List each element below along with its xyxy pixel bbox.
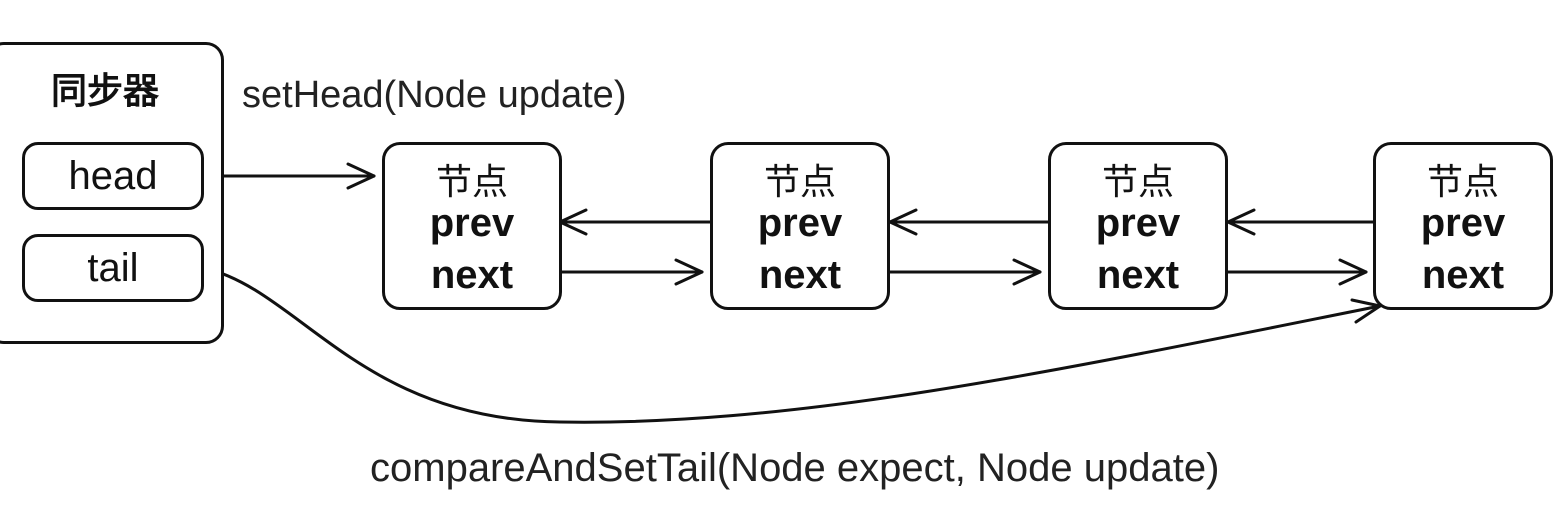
node-next: next bbox=[1096, 253, 1180, 297]
node-2: 节点 prev next bbox=[710, 142, 890, 310]
tail-field: tail bbox=[22, 234, 204, 302]
node-title: 节点 bbox=[435, 162, 508, 203]
node-prev: prev bbox=[757, 201, 843, 245]
node-3: 节点 prev next bbox=[1048, 142, 1228, 310]
compare-and-set-tail-label: compareAndSetTail(Node expect, Node upda… bbox=[370, 446, 1220, 490]
synchronizer-title: 同步器 bbox=[50, 71, 159, 112]
node-title: 节点 bbox=[763, 162, 836, 203]
node-next: next bbox=[758, 253, 842, 297]
node-prev: prev bbox=[1420, 201, 1506, 245]
head-arrow bbox=[202, 162, 376, 190]
node-prev: prev bbox=[1095, 201, 1181, 245]
head-field: head bbox=[22, 142, 204, 210]
node-next: next bbox=[1421, 253, 1505, 297]
node-prev: prev bbox=[429, 201, 515, 245]
node-title: 节点 bbox=[1426, 162, 1499, 203]
node-next: next bbox=[430, 253, 514, 297]
node-4: 节点 prev next bbox=[1373, 142, 1553, 310]
node-title: 节点 bbox=[1101, 162, 1174, 203]
node-1: 节点 prev next bbox=[382, 142, 562, 310]
set-head-label: setHead(Node update) bbox=[242, 74, 627, 116]
